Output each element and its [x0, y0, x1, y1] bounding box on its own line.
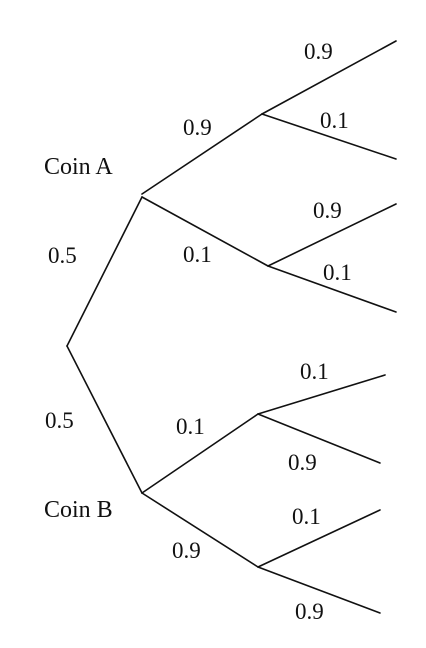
prob-coin-b-upper: 0.1 [176, 414, 205, 439]
coin-a-label: Coin A [44, 154, 113, 180]
branch-coin-b-lower-lower [257, 566, 381, 614]
branch-coin-a-upper-upper [261, 40, 397, 115]
branch-root-to-coin-a [66, 196, 143, 347]
prob-coin-a-upper-lower: 0.1 [320, 108, 349, 133]
prob-coin-a-lower-lower: 0.1 [323, 260, 352, 285]
prob-coin-b-upper-lower: 0.9 [288, 450, 317, 475]
prob-root-to-coin-a: 0.5 [48, 243, 77, 268]
prob-coin-b-lower-upper: 0.1 [292, 504, 321, 529]
branch-coin-b-lower-upper [257, 509, 381, 568]
prob-coin-b-lower: 0.9 [172, 538, 201, 563]
prob-coin-a-upper-upper: 0.9 [304, 39, 333, 64]
branch-root-to-coin-b [66, 345, 143, 494]
prob-coin-a-upper: 0.9 [183, 115, 212, 140]
prob-coin-a-lower: 0.1 [183, 242, 212, 267]
branch-coin-a-lower [141, 196, 269, 267]
coin-b-label: Coin B [44, 497, 113, 523]
branch-coin-a-lower-lower [267, 265, 397, 313]
prob-coin-a-lower-upper: 0.9 [313, 198, 342, 223]
branch-coin-b-lower [141, 492, 259, 568]
branch-coin-a-lower-upper [267, 203, 397, 267]
branch-coin-b-upper-lower [257, 413, 381, 464]
branch-coin-a-upper-lower [261, 113, 397, 160]
branch-coin-b-upper-upper [257, 374, 386, 415]
prob-coin-b-upper-upper: 0.1 [300, 359, 329, 384]
branch-coin-b-upper [141, 413, 259, 494]
prob-root-to-coin-b: 0.5 [45, 408, 74, 433]
prob-coin-b-lower-lower: 0.9 [295, 599, 324, 624]
branch-coin-a-upper [141, 113, 263, 195]
